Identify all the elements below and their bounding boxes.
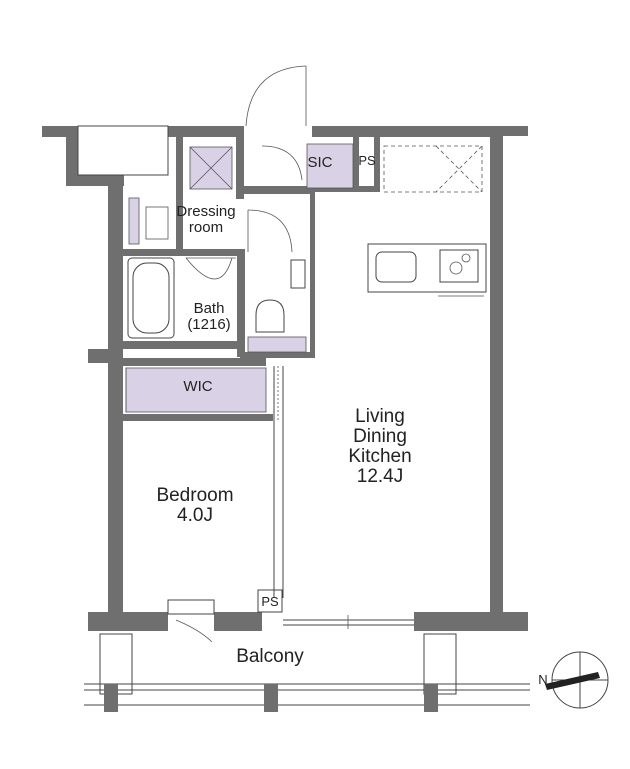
closet-wc-shelf [247, 336, 307, 353]
sink [145, 206, 169, 240]
bedroom-window [167, 599, 215, 615]
ps-bottom-label: PS [261, 594, 279, 609]
wall-wc-right [310, 190, 315, 356]
balcony-pillar-2 [264, 684, 278, 712]
dressing-line1: Dressing [176, 203, 236, 220]
balcony-pillar-1 [104, 684, 118, 712]
fridge-space [383, 145, 483, 193]
entry-door-arc-inner [261, 145, 303, 181]
compass-icon [545, 651, 609, 709]
sic-label: SIC [307, 154, 333, 171]
balcony-pillar-3 [424, 684, 438, 712]
toilet-tank [290, 259, 306, 289]
wall-hall [244, 186, 312, 194]
wall-right [490, 126, 503, 616]
laundry-x2 [189, 146, 233, 190]
wic-label: WIC [183, 378, 213, 395]
ldk-label: Living Dining Kitchen 12.4J [332, 407, 428, 487]
wall-ps-right [374, 137, 380, 191]
burner-1 [449, 261, 463, 275]
wall-wc-bottom [240, 352, 315, 358]
wall-left-mid [88, 349, 123, 363]
ldk-line1: Living [355, 406, 405, 427]
wall-top-right [312, 126, 490, 137]
bathtub-outer [127, 257, 175, 339]
ldk-size: 12.4J [356, 465, 404, 487]
dressing-shelf [128, 197, 140, 245]
ldk-line3: Kitchen [348, 445, 412, 467]
entry-door-arc [245, 65, 307, 127]
wall-bath-top [123, 249, 245, 256]
wall-sic-bottom [300, 186, 380, 192]
bath-name: Bath [193, 300, 225, 317]
bedroom-size: 4.0J [177, 504, 213, 526]
ps-top-label: PS [358, 153, 376, 168]
kitchen-sink [375, 251, 417, 283]
bath-label: Bath (1216) [178, 301, 240, 333]
bath-door-arc [185, 257, 236, 280]
wall-bottom-mid [214, 612, 262, 631]
dressing-line2: room [188, 218, 224, 236]
wall-wc-top [236, 137, 244, 199]
outer-box [77, 125, 169, 176]
ldk-line2: Dining [353, 425, 407, 447]
wall-ps-left [353, 137, 359, 191]
bedroom-name: Bedroom [156, 485, 234, 506]
bedroom-label: Bedroom 4.0J [140, 486, 250, 526]
wall-top-left-notch [66, 126, 78, 186]
bathtub-inner [132, 262, 170, 334]
toilet-bowl [255, 299, 285, 333]
bedroom-door-arc [175, 619, 213, 643]
fridge-x1 [435, 145, 483, 193]
burner-2 [461, 253, 471, 263]
cooktop [439, 249, 479, 283]
wall-wic-bottom [123, 414, 273, 421]
kitchen-counter [367, 243, 487, 293]
wall-bottom-left [88, 612, 168, 631]
wall-bath-bottom [123, 341, 245, 349]
wall-top-left-cap [42, 126, 78, 137]
closet-sic [306, 143, 354, 189]
balcony-post-right [423, 633, 457, 695]
balcony-label: Balcony [236, 646, 304, 667]
wall-left-ledge [66, 175, 124, 186]
wc-door-arc [247, 209, 293, 253]
wall-top-left [168, 126, 244, 137]
fridge-x2 [435, 145, 483, 193]
dressing-label: Dressing room [170, 204, 242, 236]
wall-bath-right [237, 249, 245, 357]
ps-box-bottom [257, 589, 283, 613]
wall-wic-top [123, 358, 266, 366]
wall-bottom-right [414, 612, 528, 631]
wall-left [108, 175, 123, 615]
compass-north-label: N [538, 672, 548, 687]
wall-dressing-right [176, 137, 183, 249]
bath-size: (1216) [187, 315, 231, 333]
